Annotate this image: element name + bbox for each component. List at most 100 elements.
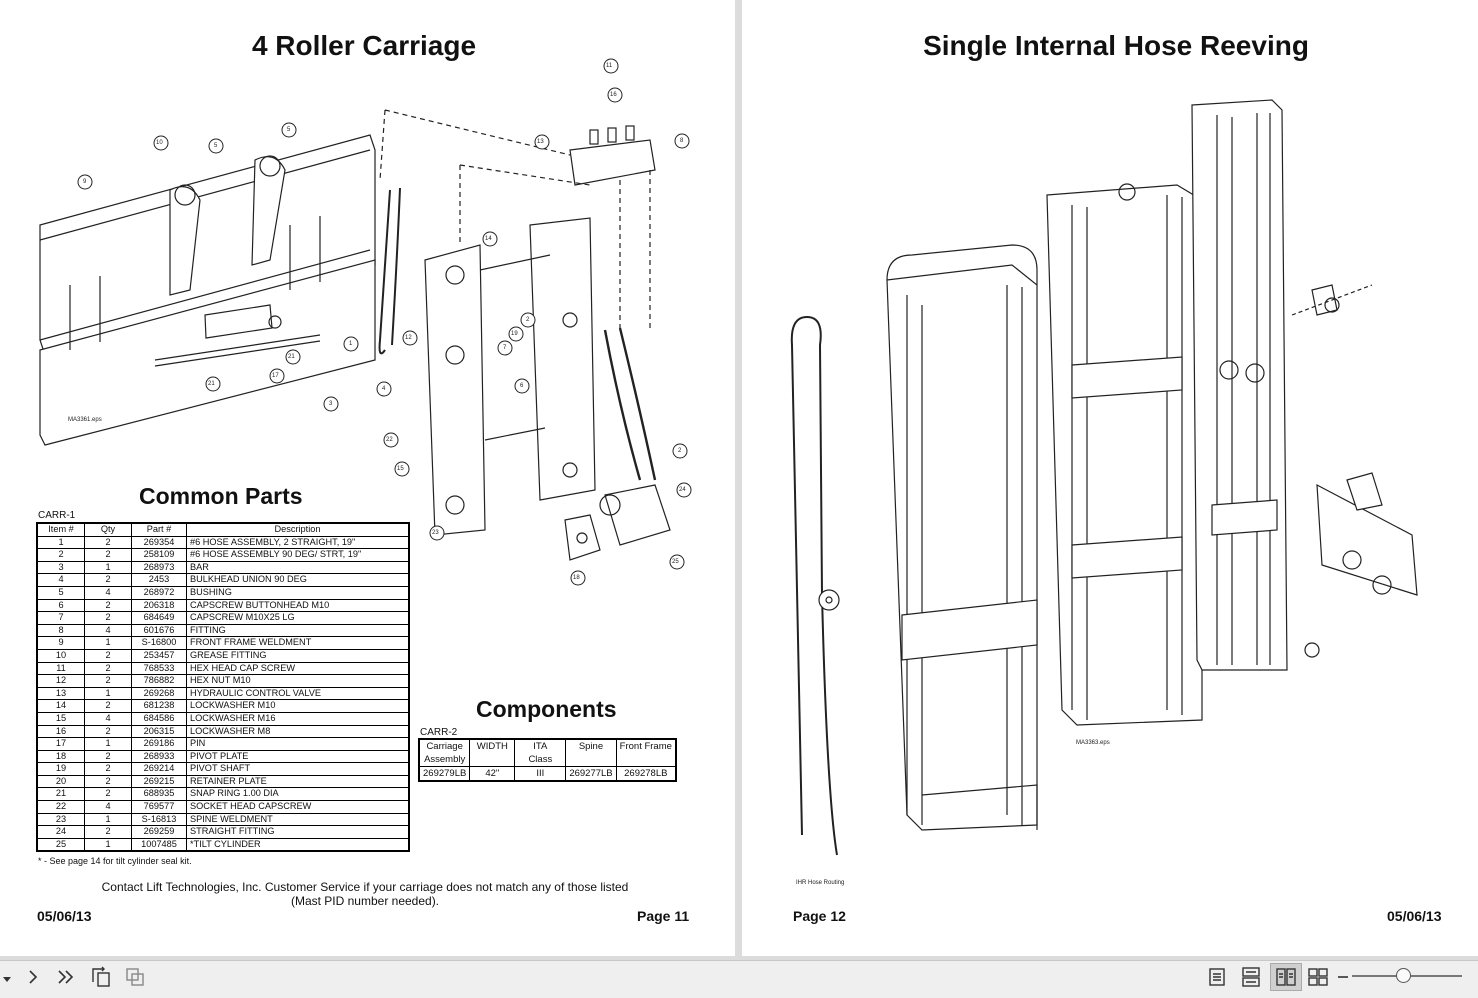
zoom-out-icon[interactable]	[1336, 965, 1350, 989]
rotate-page-alt-icon[interactable]	[123, 965, 147, 989]
carriage-exploded-diagram	[30, 60, 710, 590]
cell-part: 253457	[131, 648, 187, 663]
figure-tag: MA3361.eps	[68, 417, 102, 423]
cell-part: 769577	[131, 800, 187, 814]
cell-item: 4	[36, 573, 85, 587]
comp-col-front-frame: Front Frame	[615, 738, 677, 767]
cell-part: 684586	[131, 711, 187, 726]
comp-row: 269279LB 42" III 269277LB 269278LB	[418, 766, 677, 782]
cell-item: 8	[36, 623, 85, 638]
rotate-page-icon[interactable]	[89, 965, 113, 989]
cell-qty: 2	[84, 548, 132, 562]
cell-qty: 1	[84, 737, 132, 751]
cell-qty: 2	[84, 787, 132, 802]
cell-part: 268973	[131, 560, 187, 575]
cell-item: 5	[36, 585, 85, 600]
callout-2b: 2	[678, 448, 682, 454]
cell-item: 10	[36, 648, 85, 663]
cell-description: SOCKET HEAD CAPSCREW	[186, 800, 410, 814]
figure-tag: MA3363.eps	[1076, 740, 1110, 746]
comp-cell: 42"	[469, 766, 516, 782]
cell-item: 22	[36, 800, 85, 814]
cell-description: LOCKWASHER M16	[186, 711, 410, 726]
cell-part: 269268	[131, 686, 187, 701]
single-page-icon[interactable]	[1206, 965, 1228, 989]
components-title: Components	[476, 696, 617, 722]
cell-item: 7	[36, 611, 85, 625]
dropdown-arrow-icon[interactable]	[0, 967, 14, 991]
cell-description: SPINE WELDMENT	[186, 812, 410, 827]
callout-15: 15	[397, 466, 404, 472]
cell-part: 269186	[131, 737, 187, 751]
cell-description: *TILT CYLINDER	[186, 837, 410, 852]
viewer-toolbar	[0, 960, 1478, 998]
cell-description: SNAP RING 1.00 DIA	[186, 787, 410, 802]
page-12: Single Internal Hose Reeving	[742, 0, 1478, 956]
callout-21b: 21	[208, 381, 215, 387]
callout-14: 14	[485, 236, 492, 242]
comp-col-spine: Spine	[565, 738, 617, 767]
callout-4: 4	[382, 386, 386, 392]
next-page-icon[interactable]	[24, 965, 42, 989]
cell-item: 6	[36, 598, 85, 613]
cell-part: 786882	[131, 674, 187, 688]
continuous-page-icon[interactable]	[1240, 965, 1262, 989]
cell-qty: 2	[84, 573, 132, 587]
cell-description: #6 HOSE ASSEMBLY 90 DEG/ STRT, 19"	[186, 548, 410, 562]
cell-description: CAPSCREW M10X25 LG	[186, 611, 410, 625]
cell-description: BAR	[186, 560, 410, 575]
cell-item: 9	[36, 636, 85, 650]
callout-21a: 21	[288, 354, 295, 360]
contact-line-2: (Mast PID number needed).	[290, 894, 440, 908]
callout-16: 16	[610, 92, 617, 98]
callout-25: 25	[672, 559, 679, 565]
comp-col-label: Carriage	[426, 741, 463, 752]
col-part: Part #	[131, 522, 187, 537]
comp-col-label: WIDTH	[476, 741, 508, 752]
cell-part: S-16800	[131, 636, 187, 650]
page-number: Page 12	[793, 908, 846, 924]
comp-col-label: Spine	[578, 741, 604, 752]
cell-qty: 2	[84, 535, 132, 550]
callout-13: 13	[537, 139, 544, 145]
contact-note: Contact Lift Technologies, Inc. Customer…	[60, 880, 670, 908]
cell-qty: 4	[84, 585, 132, 600]
cell-item: 16	[36, 724, 85, 739]
grid-page-icon[interactable]	[1306, 965, 1330, 989]
cell-qty: 4	[84, 711, 132, 726]
cell-description: HEX NUT M10	[186, 674, 410, 688]
callout-5a: 5	[214, 143, 218, 149]
callout-2a: 2	[526, 317, 530, 323]
contact-line-1: Contact Lift Technologies, Inc. Customer…	[101, 880, 629, 894]
comp-cell: III	[514, 766, 567, 782]
cell-item: 15	[36, 711, 85, 726]
callout-19: 19	[511, 331, 518, 337]
callout-22: 22	[386, 437, 393, 443]
cell-description: FRONT FRAME WELDMENT	[186, 636, 410, 650]
callout-12: 12	[405, 335, 412, 341]
cell-part: 269215	[131, 774, 187, 789]
two-page-icon[interactable]	[1270, 963, 1302, 991]
last-page-icon[interactable]	[54, 965, 78, 989]
cell-part: 258109	[131, 548, 187, 562]
cell-description: PIVOT SHAFT	[186, 762, 410, 776]
cell-qty: 1	[84, 812, 132, 827]
cell-item: 23	[36, 812, 85, 827]
components-label: CARR-2	[420, 727, 458, 738]
table-label: CARR-1	[38, 510, 76, 521]
cell-description: GREASE FITTING	[186, 648, 410, 663]
zoom-slider-handle[interactable]	[1396, 968, 1411, 983]
cell-part: 2453	[131, 573, 187, 587]
